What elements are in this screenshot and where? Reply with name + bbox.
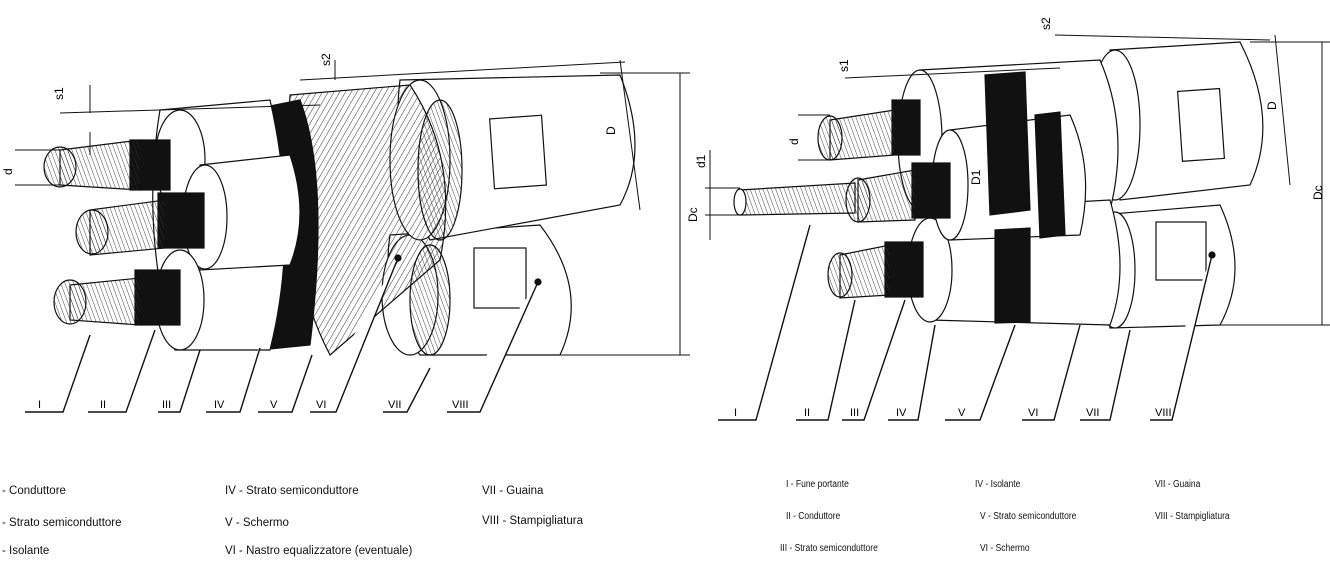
legend-left-item-6: VI - Nastro equalizzatore (eventuale)	[225, 545, 413, 557]
left-dim-s2: s2	[319, 53, 333, 66]
right-dim-d: d	[787, 138, 801, 145]
left-callout-IV: IV	[214, 399, 225, 411]
legend-right-item-8: VIII - Stampigliatura	[1155, 511, 1230, 522]
left-callout-VI: VI	[316, 399, 326, 411]
left-dim-s1: s1	[52, 87, 66, 100]
legend-right-item-1: I - Fune portante	[786, 479, 849, 490]
legend-left-item-3: - Isolante	[2, 545, 50, 557]
legend-left-item-4: IV - Strato semiconduttore	[225, 485, 359, 497]
right-dim-D1: D1	[969, 169, 983, 185]
right-callout-II: II	[804, 407, 810, 419]
legend-right-item-5: V - Strato semiconduttore	[980, 511, 1077, 522]
left-callout-V: V	[270, 399, 278, 411]
legend-left-item-1: - Conduttore	[2, 485, 66, 497]
right-callout-labels: I II III IV V VI VII VIII	[734, 407, 1172, 419]
left-callout-II: II	[100, 399, 106, 411]
legend-left-item-5: V - Schermo	[225, 517, 289, 529]
right-dim-s2: s2	[1039, 17, 1053, 30]
left-dim-d: d	[1, 168, 15, 175]
legend-left-item-7: VII - Guaina	[482, 485, 544, 497]
legend-right-item-6: VI - Schermo	[980, 543, 1030, 554]
left-cable-diagram	[15, 59, 690, 413]
right-callout-IV: IV	[896, 407, 907, 419]
legend-right-item-3: III - Strato semiconduttore	[780, 543, 878, 554]
left-callout-I: I	[38, 399, 41, 411]
right-callout-VII: VII	[1086, 407, 1099, 419]
legend-right-item-7: VII - Guaina	[1155, 479, 1201, 490]
right-callout-VIII: VIII	[1155, 407, 1172, 419]
left-callout-VIII: VIII	[452, 399, 469, 411]
right-dim-D: D	[1265, 101, 1279, 110]
right-dim-Dc: Dc	[1311, 185, 1325, 200]
right-callout-I: I	[734, 407, 737, 419]
right-cable-diagram	[705, 34, 1330, 421]
right-callout-III: III	[850, 407, 859, 419]
legend-left-item-8: VIII - Stampigliatura	[482, 515, 583, 527]
right-dim-s1: s1	[837, 59, 851, 72]
left-callout-VII: VII	[388, 399, 401, 411]
right-callout-VI: VI	[1028, 407, 1038, 419]
right-dim-d1: d1	[694, 154, 708, 168]
legend-left-item-2: - Strato semiconduttore	[2, 517, 122, 529]
right-callout-V: V	[958, 407, 966, 419]
left-callout-III: III	[162, 399, 171, 411]
legend-right-item-4: IV - Isolante	[975, 479, 1021, 490]
left-dim-D: D	[604, 126, 618, 135]
left-dim-Dc: Dc	[686, 207, 700, 222]
left-callout-labels: I II III IV V VI VII VIII	[38, 399, 469, 411]
legend-right-item-2: II - Conduttore	[786, 511, 841, 522]
